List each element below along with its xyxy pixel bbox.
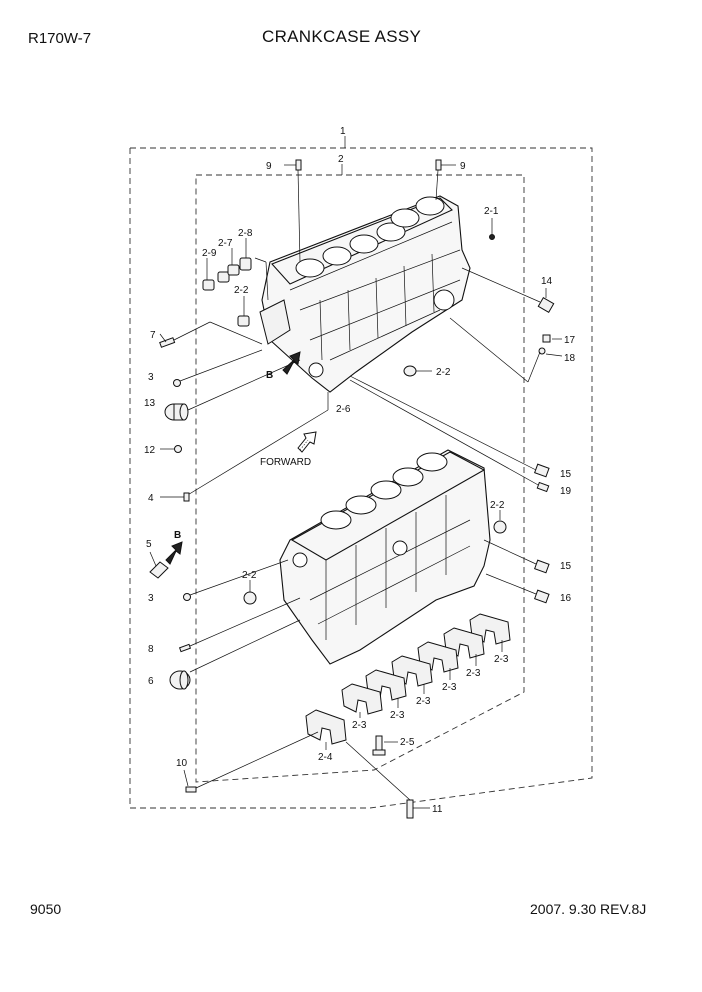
callout-16: 16 (560, 593, 572, 604)
plug-12 (174, 445, 182, 453)
callout-2-2-a: 2-2 (234, 285, 249, 296)
callout-13: 13 (144, 398, 156, 409)
bushing-2-2-mid (403, 365, 417, 377)
callout-2-2-c: 2-2 (490, 500, 505, 511)
plug-17 (542, 334, 551, 343)
callout-7: 7 (150, 330, 156, 341)
arrow-label-b-upper: B (266, 370, 273, 381)
callout-2-3-a: 2-3 (494, 654, 509, 665)
pin-10 (185, 786, 197, 793)
cap-13 (164, 403, 189, 421)
callout-8: 8 (148, 644, 154, 655)
assembly-boundary-2 (195, 174, 525, 783)
callout-2-2-d: 2-2 (242, 570, 257, 581)
bushing-group (202, 257, 252, 327)
thrust-cap-2-4 (305, 709, 347, 745)
callout-2-2-b: 2-2 (436, 367, 451, 378)
callout-2-3-b: 2-3 (466, 668, 481, 679)
plug-3-upper (173, 379, 181, 387)
plug-18 (538, 347, 546, 355)
plug-15-upper (534, 463, 550, 478)
callout-2: 2 (338, 154, 344, 165)
callout-2-3-e: 2-3 (390, 710, 405, 721)
callout-2-1: 2-1 (484, 206, 499, 217)
callout-2-8: 2-8 (238, 228, 253, 239)
dowel-pin-9-left (295, 159, 302, 171)
bolt-2-5 (372, 735, 386, 756)
assembly-boundary-1 (129, 147, 593, 809)
cap-6 (169, 670, 191, 690)
plug-2-1 (489, 234, 495, 240)
pin-19 (536, 481, 550, 493)
callout-2-5: 2-5 (400, 737, 415, 748)
callout-2-9: 2-9 (202, 248, 217, 259)
callout-2-7: 2-7 (218, 238, 233, 249)
callout-9-left: 9 (266, 161, 272, 172)
callout-2-3-d: 2-3 (416, 696, 431, 707)
pin-11 (406, 799, 414, 819)
callout-18: 18 (564, 353, 576, 364)
pin-4 (183, 492, 190, 502)
callout-10: 10 (176, 758, 188, 769)
revision-date: 2007. 9.30 REV.8J (530, 901, 647, 917)
page-number: 9050 (30, 901, 62, 917)
forward-label: FORWARD (260, 457, 311, 468)
callout-19: 19 (560, 486, 572, 497)
callout-17: 17 (564, 335, 576, 346)
arrow-label-b-lower: B (174, 530, 181, 541)
pin-8 (178, 643, 192, 653)
callout-14: 14 (541, 276, 553, 287)
callout-15-lower: 15 (560, 561, 572, 572)
callout-2-6: 2-6 (336, 404, 351, 415)
direction-arrow-b-lower (165, 541, 183, 565)
callout-4: 4 (148, 493, 154, 504)
callout-6: 6 (148, 676, 154, 687)
bearing-caps-2-3 (341, 613, 511, 715)
callout-15-upper: 15 (560, 469, 572, 480)
cylinder-block-lower (279, 449, 491, 665)
plug-15-lower (534, 559, 550, 574)
callout-12: 12 (144, 445, 156, 456)
callout-3-lower: 3 (148, 593, 154, 604)
plug-5 (149, 561, 169, 579)
callout-9-right: 9 (460, 161, 466, 172)
callout-2-3-c: 2-3 (442, 682, 457, 693)
bushing-2-2-right (493, 520, 507, 534)
dowel-pin-9-right (435, 159, 442, 171)
bushing-2-2-left (243, 591, 257, 605)
plug-3-lower (183, 593, 191, 601)
model-code: R170W-7 (28, 30, 92, 47)
plug-16 (534, 589, 550, 604)
callout-3-upper: 3 (148, 372, 154, 383)
callout-11: 11 (432, 804, 443, 815)
callout-2-4: 2-4 (318, 752, 333, 763)
direction-arrow-b-upper (282, 351, 301, 375)
plug-14 (537, 296, 555, 314)
pin-7 (159, 337, 176, 348)
callout-1: 1 (340, 126, 346, 137)
callout-2-3-f: 2-3 (352, 720, 367, 731)
callout-5: 5 (146, 539, 152, 550)
page-title: CRANKCASE ASSY (262, 27, 422, 46)
cylinder-block-upper (259, 195, 471, 393)
